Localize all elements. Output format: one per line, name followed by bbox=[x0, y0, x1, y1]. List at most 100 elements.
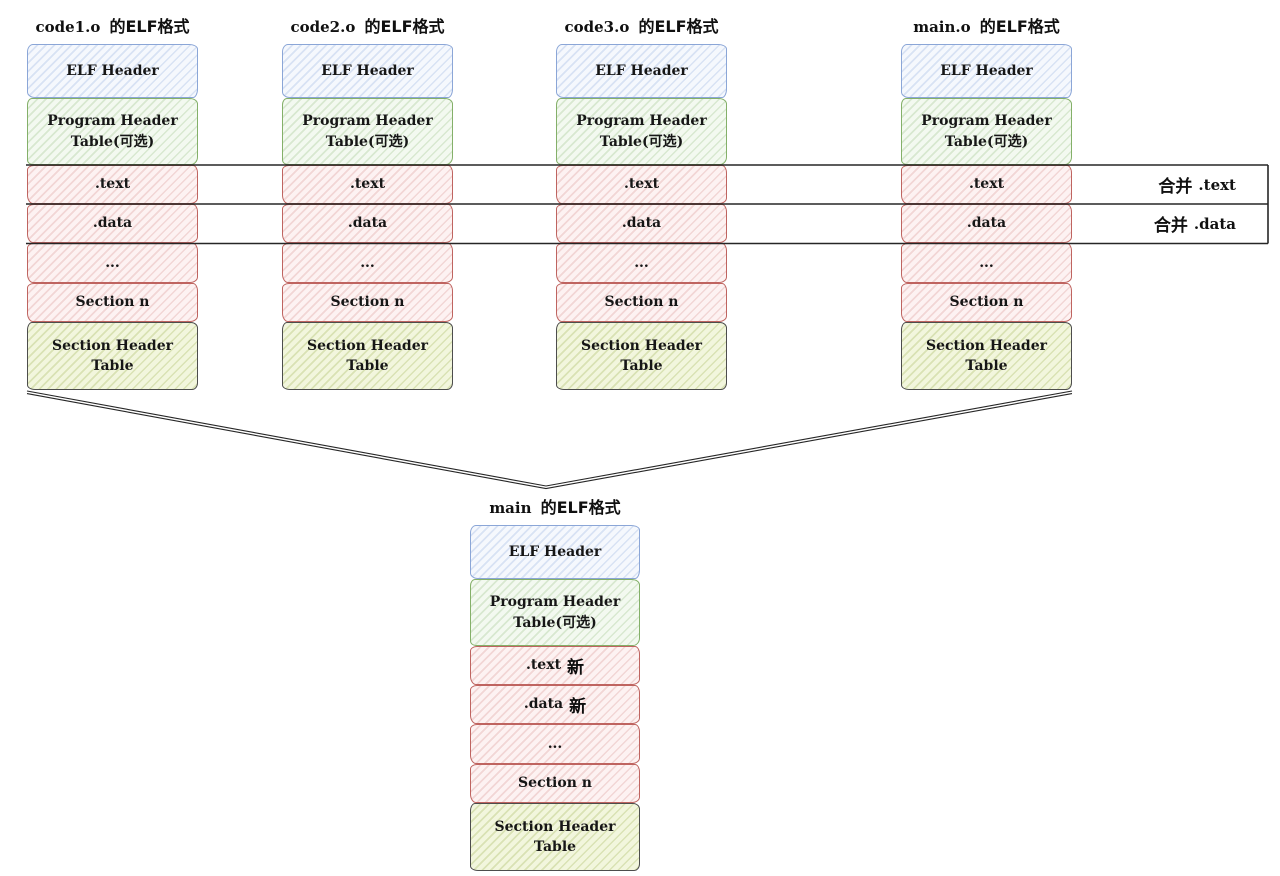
section-label: ELF Header bbox=[595, 62, 688, 79]
box-section-header-table: Section Header Table bbox=[556, 322, 727, 390]
box-section: Section n bbox=[470, 764, 640, 803]
box-program-header: Program Header Table(可选) bbox=[470, 579, 640, 646]
section-label: Section Header Table bbox=[307, 337, 428, 374]
box-section: .text bbox=[282, 165, 453, 204]
merge-text-label: 合并 .text bbox=[1158, 165, 1236, 204]
section-label: Section n bbox=[330, 294, 405, 311]
section-label: Program Header Table(可选) bbox=[302, 113, 433, 150]
box-section-header-table: Section Header Table bbox=[470, 803, 640, 871]
box-elf-header: ELF Header bbox=[556, 44, 727, 98]
box-section: .data bbox=[27, 204, 198, 243]
box-section: ... bbox=[901, 243, 1072, 283]
column-title: code1.o 的ELF格式 bbox=[21, 13, 204, 37]
section-label: .data bbox=[523, 696, 564, 713]
section-label: Section Header Table bbox=[494, 818, 616, 855]
box-section: .text bbox=[901, 165, 1072, 204]
box-section-header-table: Section Header Table bbox=[901, 322, 1072, 390]
section-label: ... bbox=[360, 254, 375, 271]
section-label: ... bbox=[105, 254, 120, 271]
column-title-suffix: 的ELF格式 bbox=[364, 17, 445, 36]
section-label: .text bbox=[349, 176, 386, 193]
column-title: code2.o 的ELF格式 bbox=[276, 13, 459, 37]
column-title-suffix: 的ELF格式 bbox=[638, 17, 719, 36]
column-title-name: main bbox=[489, 499, 532, 517]
column-title-suffix: 的ELF格式 bbox=[540, 498, 621, 517]
box-program-header: Program Header Table(可选) bbox=[27, 98, 198, 165]
section-label: Section n bbox=[949, 294, 1024, 311]
merge-text-label-section: .text bbox=[1198, 175, 1236, 194]
box-section: .text 新 bbox=[470, 646, 640, 685]
section-label: Program Header Table(可选) bbox=[489, 594, 621, 631]
merge-data-label: 合并 .data bbox=[1154, 204, 1236, 243]
section-label: ELF Header bbox=[940, 62, 1033, 79]
box-section-header-table: Section Header Table bbox=[282, 322, 453, 390]
box-section: Section n bbox=[556, 283, 727, 322]
box-elf-header: ELF Header bbox=[901, 44, 1072, 98]
box-program-header: Program Header Table(可选) bbox=[901, 98, 1072, 165]
box-elf-header: ELF Header bbox=[470, 525, 640, 579]
box-program-header: Program Header Table(可选) bbox=[556, 98, 727, 165]
column-title-suffix: 的ELF格式 bbox=[979, 17, 1060, 36]
section-label: ... bbox=[634, 254, 649, 271]
column-title: main 的ELF格式 bbox=[464, 494, 646, 518]
box-section: .data bbox=[901, 204, 1072, 243]
box-section-header-table: Section Header Table bbox=[27, 322, 198, 390]
section-label-suffix: 新 bbox=[567, 658, 585, 678]
box-elf-header: ELF Header bbox=[27, 44, 198, 98]
merge-data-label-section: .data bbox=[1193, 214, 1236, 233]
column-title-name: code3.o bbox=[564, 18, 630, 36]
section-label: Section n bbox=[604, 294, 679, 311]
section-label: .data bbox=[92, 215, 133, 232]
section-label: .text bbox=[623, 176, 660, 193]
box-program-header: Program Header Table(可选) bbox=[282, 98, 453, 165]
section-label: Section Header Table bbox=[581, 337, 702, 374]
column-title: main.o 的ELF格式 bbox=[895, 13, 1078, 37]
box-section: .data bbox=[556, 204, 727, 243]
column-title-name: code2.o bbox=[290, 18, 356, 36]
section-label: .text bbox=[968, 176, 1005, 193]
section-label: Section n bbox=[518, 775, 592, 792]
column-title-name: main.o bbox=[913, 18, 971, 36]
box-elf-header: ELF Header bbox=[282, 44, 453, 98]
merge-data-label-zh: 合并 bbox=[1153, 216, 1188, 236]
section-label: .text bbox=[525, 657, 562, 674]
box-section: .text bbox=[556, 165, 727, 204]
section-label: ... bbox=[547, 735, 563, 752]
section-label: .text bbox=[94, 176, 131, 193]
section-label: Program Header Table(可选) bbox=[576, 113, 707, 150]
box-section: ... bbox=[556, 243, 727, 283]
section-label: Program Header Table(可选) bbox=[47, 113, 178, 150]
section-label: .data bbox=[621, 215, 662, 232]
box-section: ... bbox=[282, 243, 453, 283]
column-title-name: code1.o bbox=[35, 18, 101, 36]
box-section: ... bbox=[470, 724, 640, 764]
box-section: .data 新 bbox=[470, 685, 640, 724]
section-label: Program Header Table(可选) bbox=[921, 113, 1052, 150]
column-title-suffix: 的ELF格式 bbox=[109, 17, 190, 36]
box-section: .text bbox=[27, 165, 198, 204]
converge-line-inner bbox=[26, 393, 1073, 490]
section-label: ELF Header bbox=[66, 62, 159, 79]
converge-line-outer bbox=[26, 390, 1073, 487]
box-section: Section n bbox=[27, 283, 198, 322]
section-label: ELF Header bbox=[508, 543, 602, 560]
section-label: ELF Header bbox=[321, 62, 414, 79]
section-label: ... bbox=[979, 254, 994, 271]
section-label-suffix: 新 bbox=[569, 697, 587, 717]
column-title: code3.o 的ELF格式 bbox=[550, 13, 733, 37]
box-section: .data bbox=[282, 204, 453, 243]
box-section: Section n bbox=[901, 283, 1072, 322]
merge-text-label-zh: 合并 bbox=[1158, 177, 1193, 197]
box-section: Section n bbox=[282, 283, 453, 322]
box-section: ... bbox=[27, 243, 198, 283]
section-label: .data bbox=[966, 215, 1007, 232]
section-label: Section n bbox=[75, 294, 150, 311]
section-label: .data bbox=[347, 215, 388, 232]
section-label: Section Header Table bbox=[52, 337, 173, 374]
